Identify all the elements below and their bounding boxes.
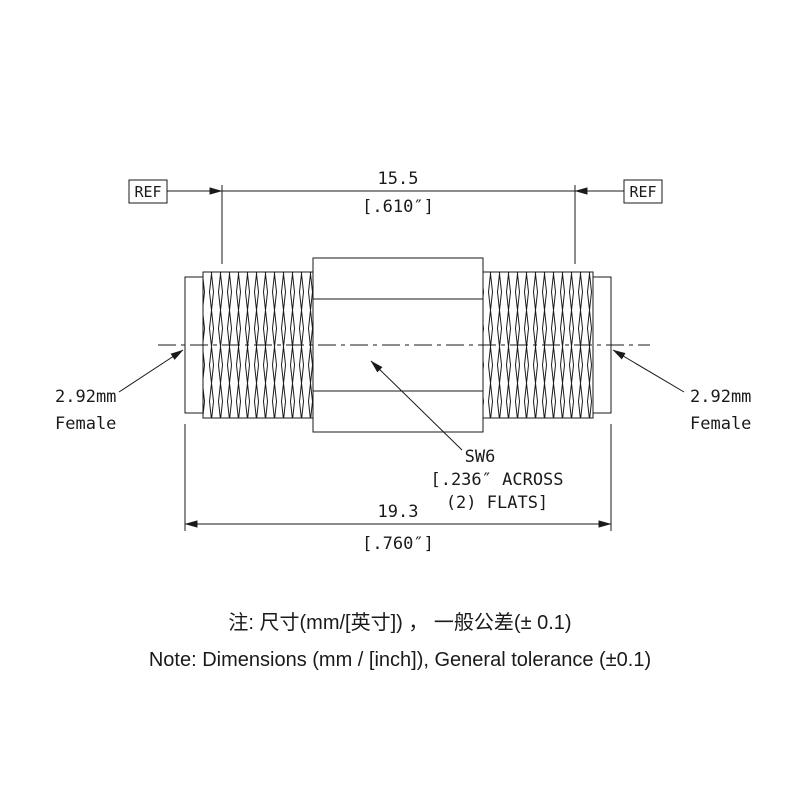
left-label-gender: Female — [55, 414, 116, 434]
right-leader-line — [612, 349, 685, 393]
top-dim-inch: [.610″] — [362, 197, 434, 217]
ref-label-right: REF — [629, 183, 656, 201]
hex-size-callout: SW6 [.236″ ACROSS (2) FLATS] — [370, 360, 564, 513]
note-en: Note: Dimensions (mm / [inch]), General … — [149, 649, 651, 671]
right-label-size: 2.92mm — [690, 387, 751, 407]
hex-callout-leader — [370, 360, 463, 451]
top-dim-mm: 15.5 — [378, 169, 419, 189]
note-zh: 注: 尺寸(mm/[英寸]) ， 一般公差(± 0.1) — [228, 611, 571, 634]
ref-label-left: REF — [134, 183, 161, 201]
overall-dim-mm: 19.3 — [378, 502, 419, 522]
right-label-gender: Female — [690, 414, 751, 434]
top-dimension — [128, 179, 663, 264]
hex-callout-across: [.236″ ACROSS — [430, 470, 563, 490]
right-connector-callout: 2.92mm Female — [612, 349, 751, 434]
hex-callout-flats: (2) FLATS] — [446, 493, 548, 513]
hex-callout-sw: SW6 — [465, 447, 496, 467]
overall-dimension — [184, 424, 612, 531]
left-connector-callout: 2.92mm Female — [55, 349, 184, 434]
left-leader-line — [118, 349, 184, 393]
overall-dim-inch: [.760″] — [362, 534, 434, 554]
left-label-size: 2.92mm — [55, 387, 116, 407]
